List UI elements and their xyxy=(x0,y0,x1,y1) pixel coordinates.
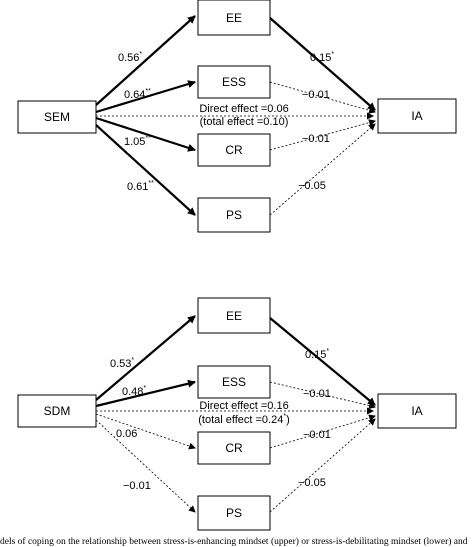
lower-mediator-ess-label: ESS xyxy=(222,375,246,389)
lower-mediator-ps-label: PS xyxy=(226,506,242,520)
lower-outcome-label: IA xyxy=(411,404,422,418)
upper-mediator-cr-box xyxy=(197,133,271,167)
lower-coef-sdm-ee: 0.53* xyxy=(110,357,134,370)
lower-total-effect: (total effect =0.24*) xyxy=(198,413,290,426)
upper-coef-ess-ia: −0.01 xyxy=(302,89,330,101)
lower-path-sdm-ess xyxy=(95,379,196,408)
lower-predictor-label: SDM xyxy=(44,404,71,418)
upper-coef-sem-ee: 0.56* xyxy=(118,51,142,64)
lower-outcome-box xyxy=(377,393,457,429)
upper-coef-ps-ia: −0.05 xyxy=(298,180,326,192)
lower-coef-ess-ia: −0.01 xyxy=(303,388,331,400)
lower-coef-ps-ia: −0.05 xyxy=(298,477,326,489)
lower-path-sdm-ee xyxy=(95,315,196,401)
upper-outcome-box xyxy=(377,98,457,134)
lower-coef-cr-ia: −0.01 xyxy=(303,429,331,441)
upper-coef-ee-ia: 0.15* xyxy=(310,51,334,64)
upper-model: SEM EE ESS CR PS IA 0.56* 0.64** 1.05** … xyxy=(17,0,457,233)
lower-mediator-ps-box xyxy=(197,495,271,531)
upper-path-sem-ess xyxy=(95,80,196,114)
upper-coef-sem-cr: 1.05** xyxy=(124,135,151,148)
upper-path-ps-ia xyxy=(269,123,376,216)
upper-direct-effect: Direct effect =0.06 xyxy=(199,103,288,115)
upper-mediator-ee-label: EE xyxy=(226,11,242,25)
upper-coef-sem-ps: 0.61** xyxy=(127,180,154,193)
figure-caption: dels of coping on the relationship betwe… xyxy=(0,536,468,547)
lower-path-sdm-ps xyxy=(95,419,196,513)
lower-model: SDM EE ESS CR PS IA 0.53* 0.48* 0.06 −0.… xyxy=(17,297,457,531)
upper-path-sem-cr xyxy=(95,116,196,152)
lower-coef-sdm-ess: 0.48* xyxy=(122,385,146,398)
lower-coef-sdm-cr: 0.06 xyxy=(116,428,137,440)
lower-mediator-ee-label: EE xyxy=(226,309,242,323)
lower-mediator-ess-box xyxy=(197,365,271,399)
upper-path-ee-ia xyxy=(269,17,376,111)
upper-coef-cr-ia: −0.01 xyxy=(302,133,330,145)
upper-mediator-ess-box xyxy=(197,65,271,99)
upper-coef-sem-ess: 0.64** xyxy=(124,88,151,101)
upper-mediator-ess-label: ESS xyxy=(222,75,246,89)
lower-mediator-cr-box xyxy=(197,431,271,465)
lower-path-ps-ia xyxy=(269,418,376,513)
lower-coef-ee-ia: 0.15* xyxy=(305,348,329,361)
lower-predictor-box xyxy=(17,394,97,428)
lower-path-sdm-cr xyxy=(95,413,196,450)
lower-direct-effect: Direct effect =0.16 xyxy=(199,400,288,412)
upper-mediator-ps-box xyxy=(197,197,271,233)
upper-predictor-label: SEM xyxy=(44,110,70,124)
upper-mediator-ps-label: PS xyxy=(226,208,242,222)
upper-mediator-ee-box xyxy=(197,0,271,36)
upper-total-effect: (total effect =0.10) xyxy=(200,116,289,128)
upper-predictor-box xyxy=(17,100,97,134)
upper-path-sem-ee xyxy=(95,15,196,106)
lower-coef-sdm-ps: −0.01 xyxy=(123,480,151,492)
lower-path-ee-ia xyxy=(269,317,376,406)
upper-outcome-label: IA xyxy=(411,109,422,123)
upper-mediator-cr-label: CR xyxy=(225,143,243,157)
upper-path-sem-ps xyxy=(95,124,196,216)
lower-mediator-cr-label: CR xyxy=(225,441,243,455)
lower-mediator-ee-box xyxy=(197,297,271,334)
lower-path-ess-ia xyxy=(269,381,376,410)
